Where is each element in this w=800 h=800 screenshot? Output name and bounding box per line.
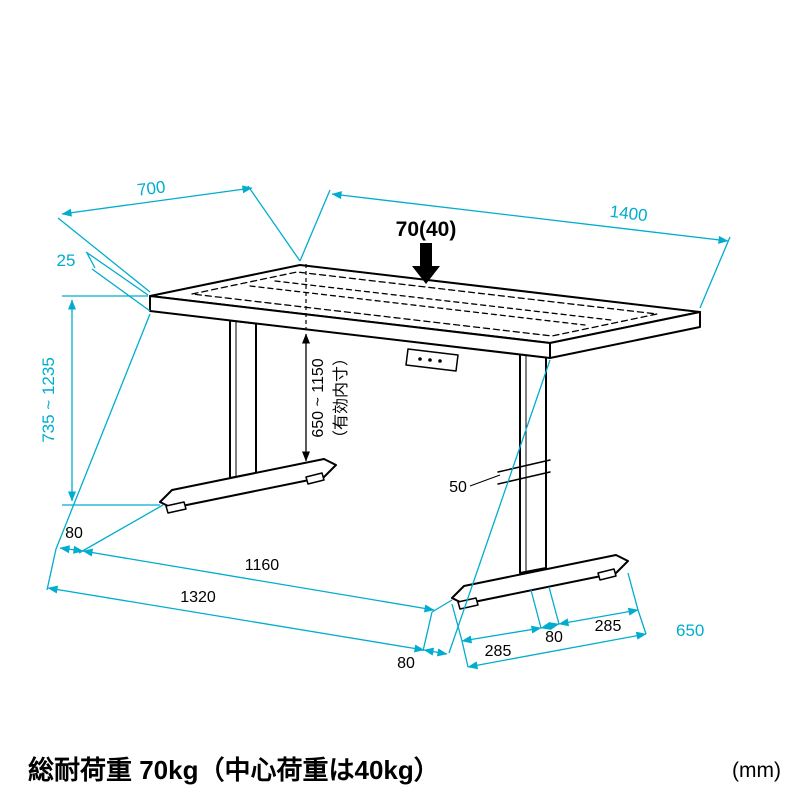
ext-foot-front-2 [461,640,469,668]
ext-tabletop-left [55,313,151,550]
tabletop-hidden-beam-2 [274,280,612,321]
dim-depth-ext-2 [247,185,301,262]
dim-depth [57,185,301,293]
dim-depth-ext-1 [57,217,151,293]
dim-depth-line [61,185,253,217]
dim-width-line [331,191,729,244]
dim-overhang-left-line [59,545,84,554]
ext-foot-mid-2 [548,586,560,625]
dim-depth-label: 700 [136,177,166,199]
dim-feet-span-label: 1160 [245,557,280,574]
left-foot-back-pad [305,472,325,485]
ext-left-foot-tip [78,504,164,554]
load-arrow-head [412,266,440,284]
dim-thickness-ext-1 [85,251,149,296]
dim-width [299,189,731,309]
ext-foot-front [451,603,463,642]
dim-frame-width-line [47,585,425,653]
ext-tabletop-right [448,359,551,654]
load-label: 70(40) [396,218,457,241]
leg-width-tick-2 [497,471,551,485]
dim-thickness-ext-2 [91,268,151,312]
dim-frame-width-label: 1320 [180,589,216,606]
dim-foot-mid-line [540,622,560,630]
right-leg [451,353,629,610]
dim-leg-width-label: 50 [449,479,467,496]
right-foot-back-pad [597,568,617,581]
dims-foot [451,572,647,670]
dim-overhang-front-label: 80 [397,655,415,672]
ext-right-foot-tip [431,599,453,613]
dim-foot-front-label: 285 [485,643,512,660]
dim-thickness-label: 25 [57,251,76,270]
dim-foot-mid-label: 80 [545,629,563,646]
ext-foot-back-2 [637,609,647,635]
left-leg-column [229,319,257,479]
unit-label: (mm) [732,759,781,782]
tabletop-hidden-frame [191,271,658,337]
controller-button-2 [428,358,432,362]
dim-thickness [85,251,151,312]
dim-foot-back-line [558,607,639,627]
dim-width-ext-1 [299,189,331,262]
dim-foot-front-line [461,625,542,644]
left-foot-front-pad [165,501,187,514]
desk-drawing [149,264,701,610]
dim-height [62,295,160,506]
height-controller [405,348,459,372]
left-leg [159,319,337,514]
dim-thickness-line [86,252,96,269]
ext-foot-mid-1 [530,589,542,629]
dim-inner-height-note: （有効内寸） [332,350,350,446]
dim-foot-length-label: 650 [676,621,704,640]
load-capacity-note: 総耐荷重 70kg（中心荷重は40kg） [28,755,440,785]
dim-width-label: 1400 [609,202,649,225]
load-arrow-icon [412,243,440,284]
dims-bottom-left [46,313,551,657]
dim-overhang-front-line [423,647,448,657]
dim-leg-width-leader [469,474,501,487]
controller-button-1 [418,357,422,361]
tabletop [149,264,701,359]
dim-overhang-left-label: 80 [65,525,83,542]
ext-foot-back [627,572,639,611]
right-foot-front-pad [457,597,479,610]
ext-tabletop-left-2 [46,548,57,591]
dim-width-ext-2 [699,236,731,309]
dim-inner-height-label: 650 ~ 1150 [310,358,327,437]
leg-width-tick-1 [497,459,551,473]
dim-height-label: 735 ~ 1235 [39,357,58,443]
load-arrow-shaft [420,243,432,266]
controller-body [405,348,459,372]
ext-right-foot-tip-2 [422,611,433,652]
dim-foot-back-label: 285 [595,618,622,635]
tabletop-right-edge [549,311,701,359]
dim-foot-length-line [467,631,647,670]
controller-button-3 [438,359,442,363]
